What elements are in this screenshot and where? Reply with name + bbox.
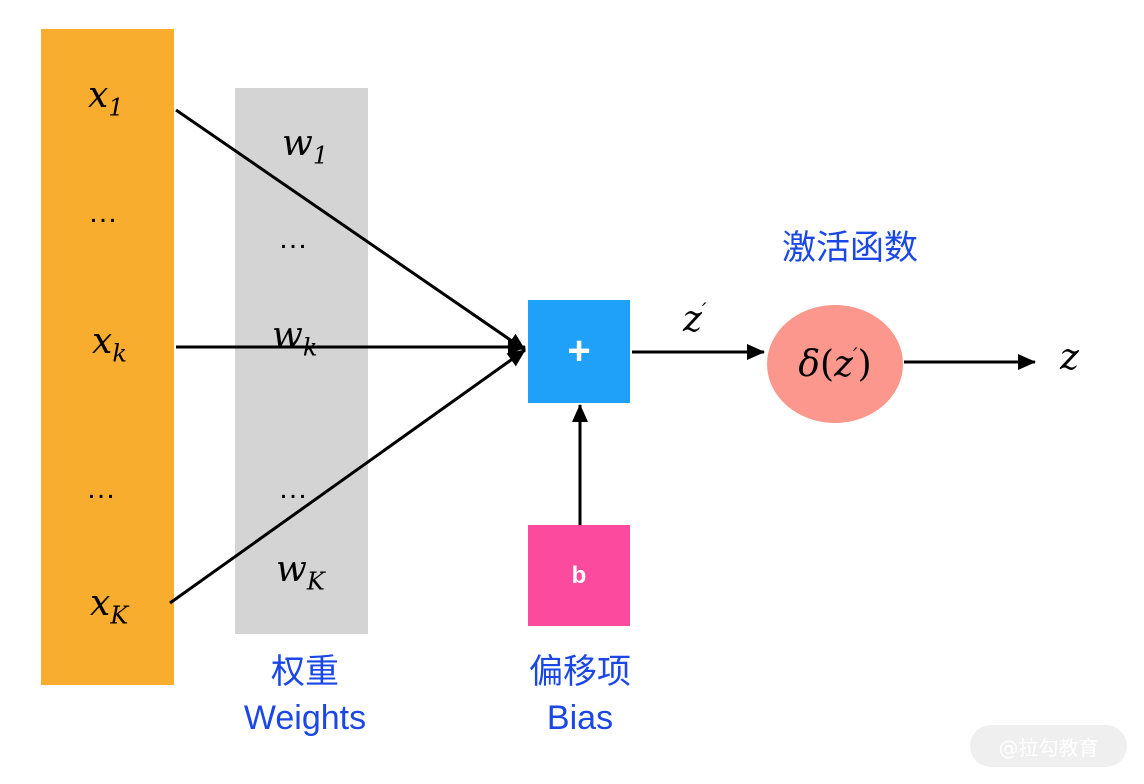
bias-caption-en: Bias xyxy=(546,698,614,737)
bias-node: b xyxy=(528,525,630,626)
weights-caption-cn: 权重 xyxy=(271,653,339,691)
weights-caption: 权重 Weights xyxy=(210,650,400,742)
plus-icon: + xyxy=(567,329,591,373)
z-prime-label: z′ xyxy=(683,298,707,340)
activation-formula: δ(z′) xyxy=(798,343,872,385)
line-x1-to-sum xyxy=(175,108,526,352)
activation-node: δ(z′) xyxy=(767,305,903,423)
sum-node: + xyxy=(528,300,630,403)
inputs-bar xyxy=(41,29,174,685)
weights-ellipsis-bottom: … xyxy=(278,472,312,505)
weight-w1: w1 xyxy=(282,123,329,170)
input-xK: xK xyxy=(90,583,129,630)
bias-caption-cn: 偏移项 xyxy=(529,653,631,691)
input-xk: xk xyxy=(92,321,127,368)
weight-wK: wK xyxy=(276,549,325,596)
bias-caption: 偏移项 Bias xyxy=(485,650,675,742)
weights-ellipsis-top: … xyxy=(278,222,312,255)
inputs-ellipsis-top: … xyxy=(88,196,122,229)
line-xK-to-sum xyxy=(169,348,526,605)
weights-bar xyxy=(235,88,368,634)
input-x1: x1 xyxy=(88,75,124,122)
watermark: @拉勾教育 xyxy=(970,725,1127,767)
activation-title: 激活函数 xyxy=(782,229,918,267)
output-z: z xyxy=(1060,337,1079,378)
weights-caption-en: Weights xyxy=(243,698,367,737)
bias-symbol: b xyxy=(571,561,587,589)
inputs-ellipsis-bottom: … xyxy=(86,472,120,505)
